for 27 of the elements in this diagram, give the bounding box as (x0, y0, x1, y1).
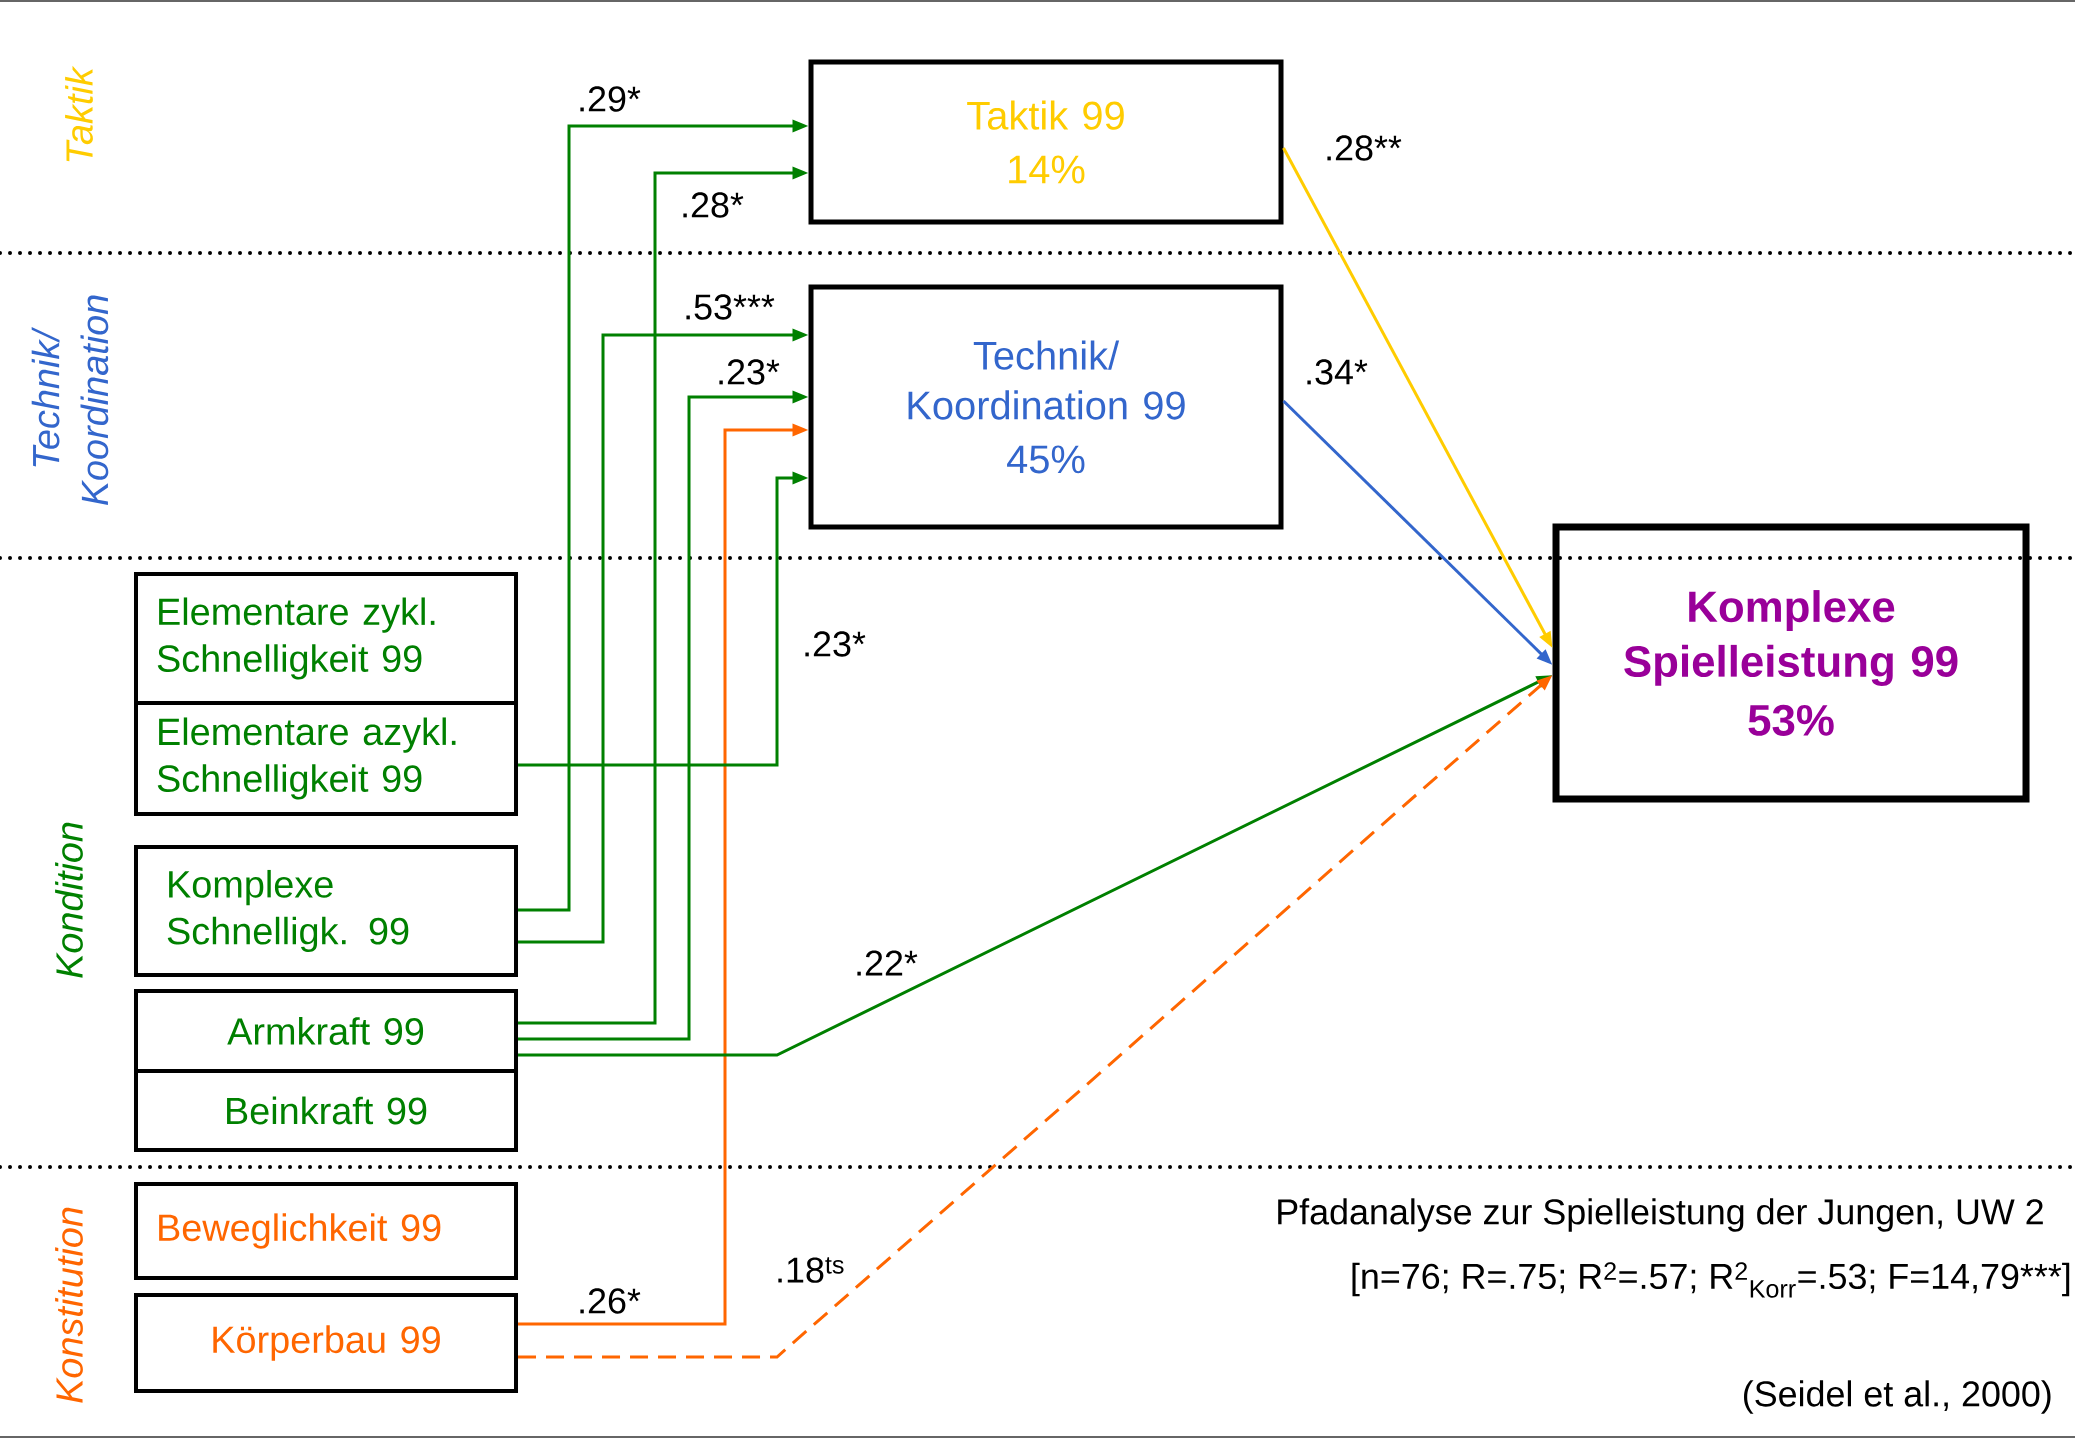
edge-label: .29* (580, 86, 641, 112)
caption-text: [n=76; R=.75; R$^{2}$=.57; R$^{2}$$_{Korr}$=.53; F=14,79***] (1352, 1262, 2070, 1298)
caption-text: Pfadanalyse zur Spielleistung der Jungen, UW 2 (1278, 1198, 2043, 1232)
section-label: Konstitution (55, 1207, 83, 1403)
edge-label: .28** (1327, 135, 1402, 161)
edge-label: .23* (719, 359, 780, 385)
edge-label: .23* (805, 631, 866, 657)
box: Elementare azykl. Schnelligkeit 99 (134, 701, 518, 816)
box: Beweglichkeit 99 (134, 1182, 518, 1280)
box: Technik/ Koordination 99 45% (808, 284, 1284, 530)
caption-text: (Seidel et al., 2000) (1744, 1380, 2051, 1414)
box: Beinkraft 99 (134, 1069, 518, 1152)
section-label: Taktik (65, 65, 93, 162)
edge-label: .22* (857, 950, 918, 976)
box: Komplexe Spielleistung 99 53% (1552, 523, 2030, 803)
box: Elementare zykl. Schnelligkeit 99 (134, 572, 518, 705)
edge-label: .28* (683, 192, 744, 218)
edge-label: .26* (580, 1288, 641, 1314)
section-label: Kondition (55, 822, 83, 978)
box: Taktik 99 14% (808, 59, 1284, 225)
edge-label: .53*** (686, 294, 775, 320)
box: Körperbau 99 (134, 1293, 518, 1393)
edge-label: .34* (1307, 359, 1368, 385)
box: Armkraft 99 (134, 989, 518, 1073)
edge-label: .18$^{ts}$ (778, 1257, 844, 1283)
box: Komplexe Schnelligk. 99 (134, 845, 518, 977)
section-label: Technik/ Koordination (31, 295, 109, 506)
